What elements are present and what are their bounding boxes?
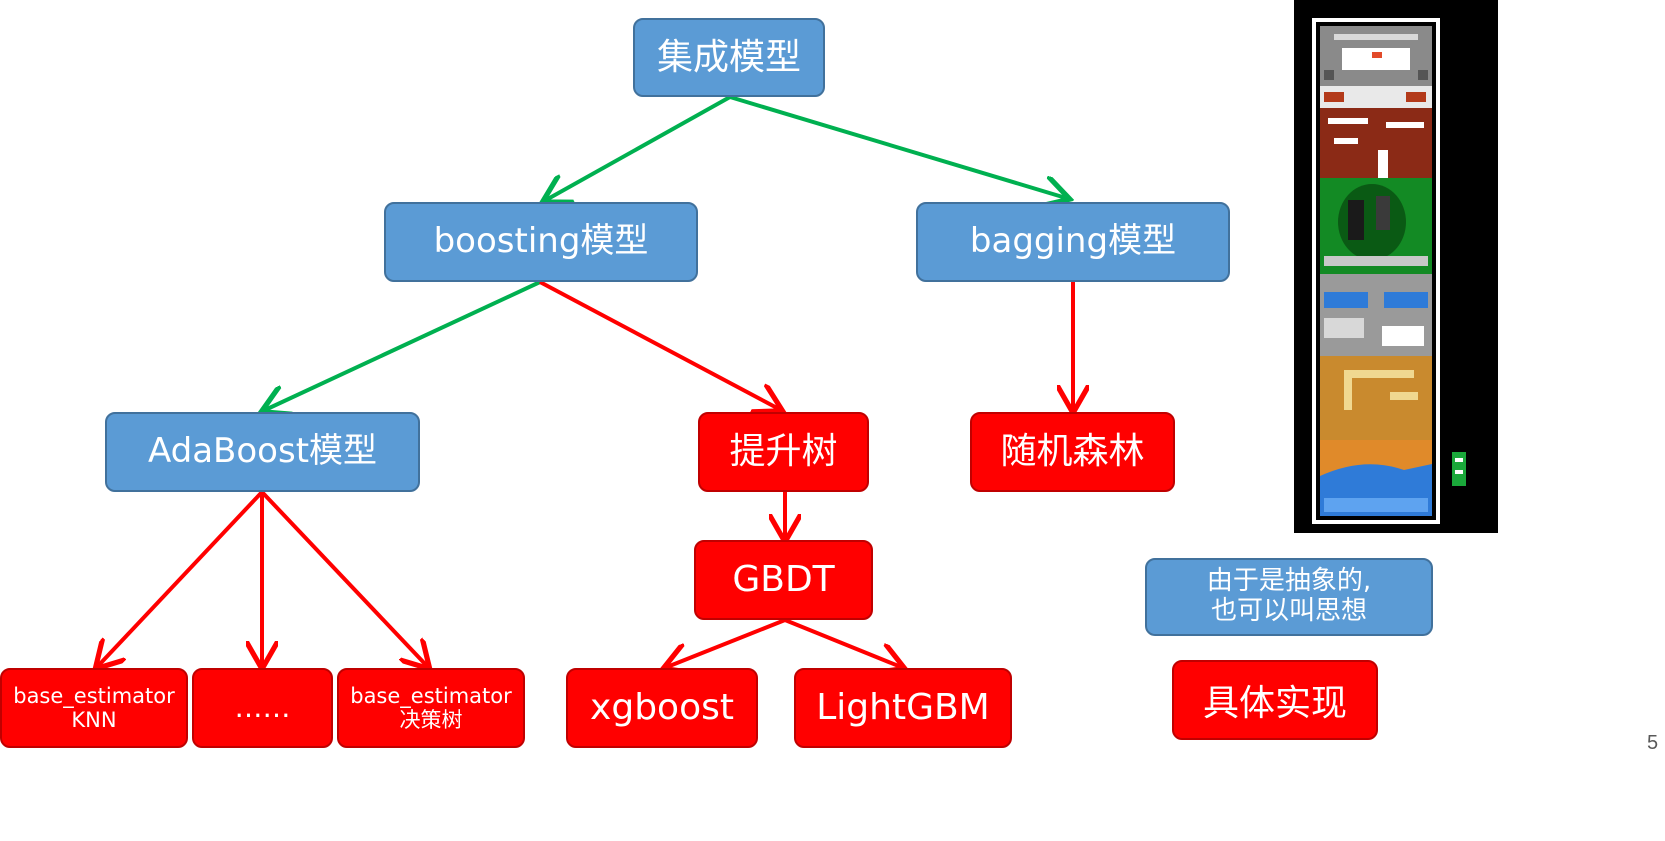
pixel-art-game-map-icon [1294,0,1498,533]
edge-gbdt-lightgbm [784,618,901,667]
edge-ensemble-bagging [729,95,1066,198]
edge-ensemble-boosting [546,95,731,200]
estimator-tree-line2: 决策树 [399,708,463,732]
node-gbdt: GBDT [694,540,873,620]
edge-adaboost-tree [260,490,427,666]
node-base-estimator-decision-tree: base_estimator 决策树 [337,668,525,748]
estimator-knn-line2: KNN [71,708,117,732]
legend-concrete-implementation: 具体实现 [1172,660,1378,740]
legend-abstract-line1: 由于是抽象的, [1206,566,1372,597]
node-boosting-model: boosting模型 [384,202,698,282]
edge-boosting-tree [539,280,779,409]
node-adaboost-model: AdaBoost模型 [105,412,420,492]
node-bagging-model: bagging模型 [916,202,1230,282]
estimator-tree-line1: base_estimator [350,683,512,708]
pixel-art-game-image [1294,0,1498,533]
legend-abstract-concept: 由于是抽象的, 也可以叫思想 [1145,558,1433,636]
edge-boosting-adaboost [265,280,541,410]
node-ensemble-model: 集成模型 [633,18,825,97]
page-number: 5 [1647,732,1659,754]
node-xgboost: xgboost [566,668,758,748]
node-lightgbm: LightGBM [794,668,1012,748]
node-random-forest: 随机森林 [970,412,1175,492]
edge-adaboost-knn [98,490,264,666]
node-boosting-tree: 提升树 [698,412,869,492]
edge-gbdt-xgboost [667,618,786,667]
legend-abstract-line2: 也可以叫思想 [1210,596,1367,626]
node-base-estimator-knn: base_estimator KNN [0,668,188,748]
node-ellipsis: …… [192,668,333,748]
estimator-knn-line1: base_estimator [13,683,175,708]
